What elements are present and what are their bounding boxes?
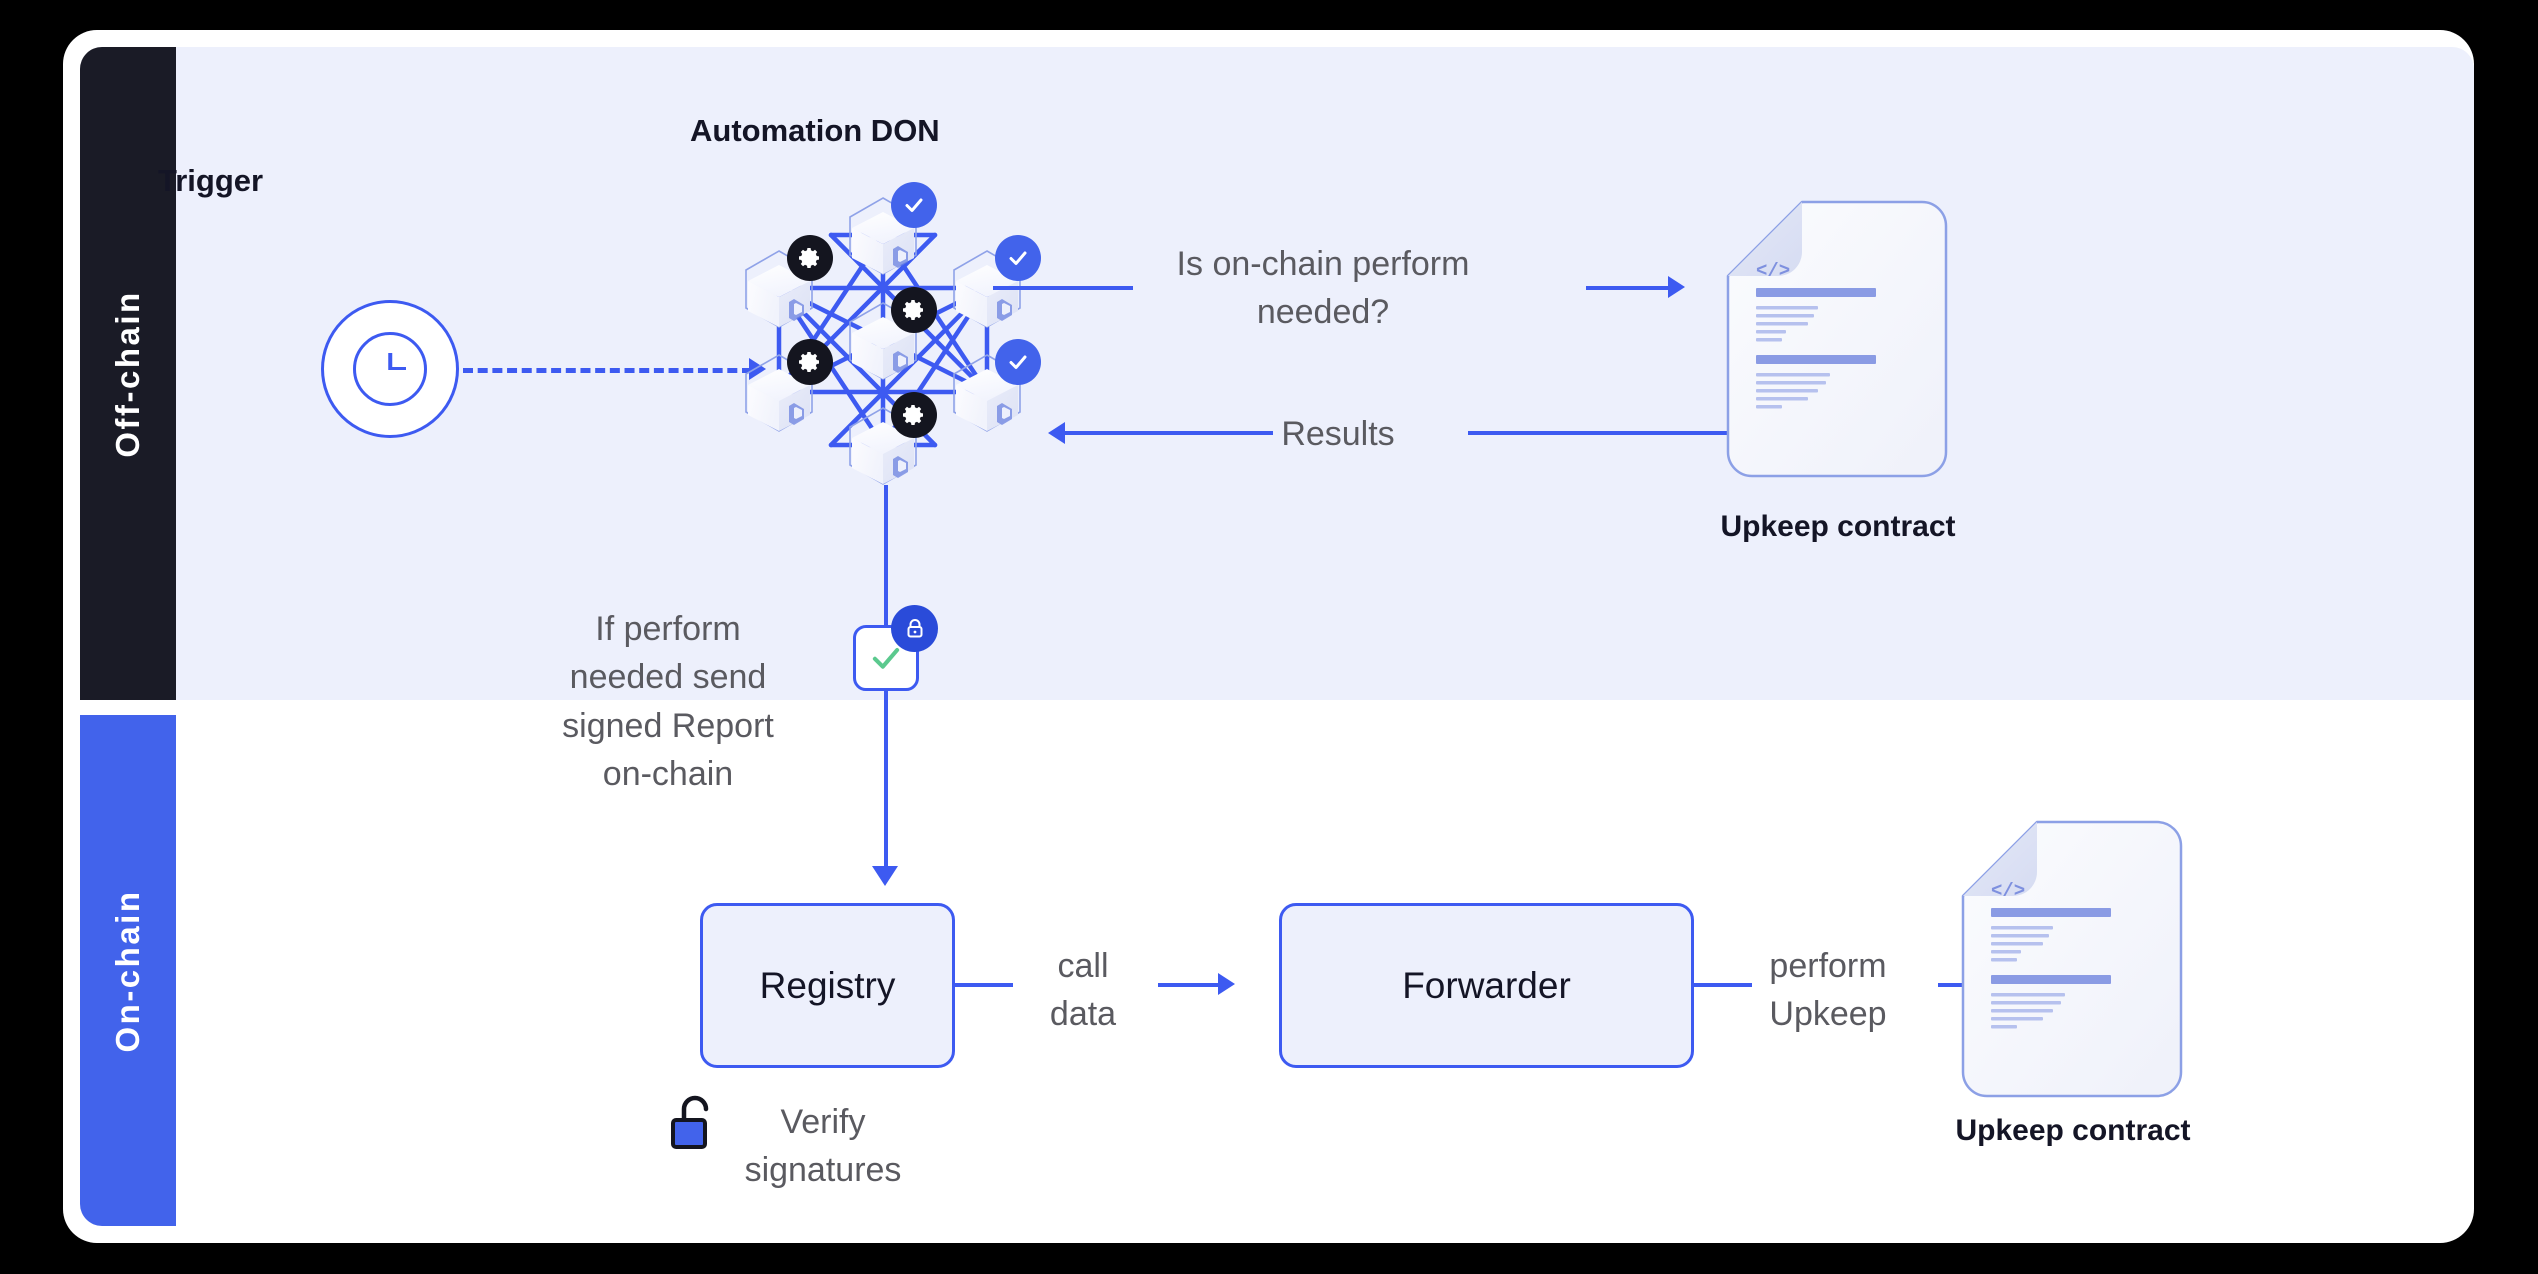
don-node-badge-gear-icon	[891, 392, 937, 438]
don-to-contract-line-left	[993, 286, 1133, 290]
call-data-line-2: data	[1049, 995, 1117, 1034]
offchain-sidebar: Off-chain	[80, 47, 176, 700]
code-document-icon: </>	[1961, 820, 2183, 1098]
verify-signatures-label: Verify signatures	[678, 1098, 968, 1195]
signed-report-note-line-3: signed Report	[562, 706, 774, 745]
don-to-contract-line-right	[1586, 286, 1671, 290]
results-line-left	[1063, 431, 1273, 435]
don-node-badge-check-icon	[995, 339, 1041, 385]
signed-report-note-line-1: If perform	[595, 610, 741, 648]
call-data-line-1: call	[1057, 947, 1109, 985]
gear-icon	[903, 405, 923, 425]
don-node-badge-gear-icon	[891, 287, 937, 333]
perform-upkeep-label: perform Upkeep	[1718, 942, 1938, 1039]
don-node-badge-gear-icon	[787, 235, 833, 281]
don-to-report-line	[884, 485, 888, 628]
question-line-1: Is on-chain perform	[1176, 245, 1470, 283]
upkeep-contract-document-onchain: </>	[1961, 820, 2183, 1105]
lock-closed-icon	[907, 618, 922, 637]
svg-text:</>: </>	[1991, 880, 2025, 902]
automation-don-title: Automation DON	[690, 113, 940, 148]
clock-icon	[321, 300, 459, 438]
gear-icon	[903, 300, 923, 320]
results-label: Results	[1281, 415, 1395, 453]
check-icon	[1009, 355, 1027, 369]
onchain-sidebar: On-chain	[80, 715, 176, 1226]
question-line-2: needed?	[1256, 293, 1390, 332]
perform-upkeep-line-2: Upkeep	[1769, 995, 1887, 1034]
check-icon	[905, 198, 923, 212]
signed-report-lock-badge	[891, 605, 938, 652]
check-icon	[1009, 251, 1027, 265]
don-node-badge-check-icon	[891, 182, 937, 228]
code-document-icon: </>	[1726, 200, 1948, 478]
lock-open-icon-svg	[671, 1095, 709, 1149]
trigger-label: Trigger	[158, 163, 264, 198]
gear-icon	[799, 352, 819, 372]
report-to-registry-arrowhead	[872, 866, 898, 886]
forwarder-to-upkeep-line	[1694, 983, 1752, 987]
forwarder-box[interactable]: Forwarder	[1279, 903, 1694, 1068]
results-line-right	[1468, 431, 1728, 435]
offchain-band-label: Off-chain	[109, 289, 146, 458]
call-data-label: call data	[1018, 942, 1148, 1039]
onchain-band-label: On-chain	[109, 888, 146, 1053]
question-label: Is on-chain perform needed?	[1123, 240, 1523, 337]
signed-report-note-line-4: on-chain	[602, 754, 734, 793]
registry-to-calldata-line	[955, 983, 1013, 987]
registry-box[interactable]: Registry	[700, 903, 955, 1068]
don-to-contract-arrowhead	[1668, 276, 1685, 298]
clock-hand-horizontal	[390, 366, 407, 371]
verify-signatures-line-2: signatures	[744, 1151, 902, 1190]
check-icon	[872, 648, 900, 669]
report-to-registry-line	[884, 688, 888, 870]
don-node-badge-gear-icon	[787, 339, 833, 385]
don-network-svg	[745, 197, 1021, 485]
calldata-to-forwarder-line	[1158, 983, 1221, 987]
results-arrowhead	[1048, 422, 1065, 444]
perform-upkeep-line-1: perform	[1769, 947, 1887, 985]
upkeep-contract-label-offchain: Upkeep contract	[1720, 510, 1956, 543]
don-node-badge-check-icon	[995, 235, 1041, 281]
diagram-card: Off-chain On-chain Automation DON Trigge…	[63, 30, 2474, 1243]
clock-inner-circle	[353, 332, 427, 406]
trigger-to-don-dashed-line	[463, 368, 752, 373]
svg-text:</>: </>	[1756, 260, 1790, 282]
calldata-to-forwarder-arrowhead	[1218, 973, 1235, 995]
upkeep-contract-label-onchain: Upkeep contract	[1955, 1114, 2191, 1147]
trigger-to-don-arrowhead	[749, 358, 766, 380]
offchain-band	[80, 47, 2474, 700]
signed-report-note: If perform needed send signed Report on-…	[503, 605, 833, 798]
upkeep-contract-document-offchain: </>	[1726, 200, 1948, 485]
gear-icon	[799, 248, 819, 268]
verify-signatures-line-1: Verify	[780, 1103, 866, 1141]
signed-report-note-line-2: needed send	[569, 658, 767, 697]
automation-don-network	[723, 170, 1043, 510]
clock-hand-vertical	[388, 352, 392, 371]
lock-open-icon	[671, 1094, 719, 1155]
